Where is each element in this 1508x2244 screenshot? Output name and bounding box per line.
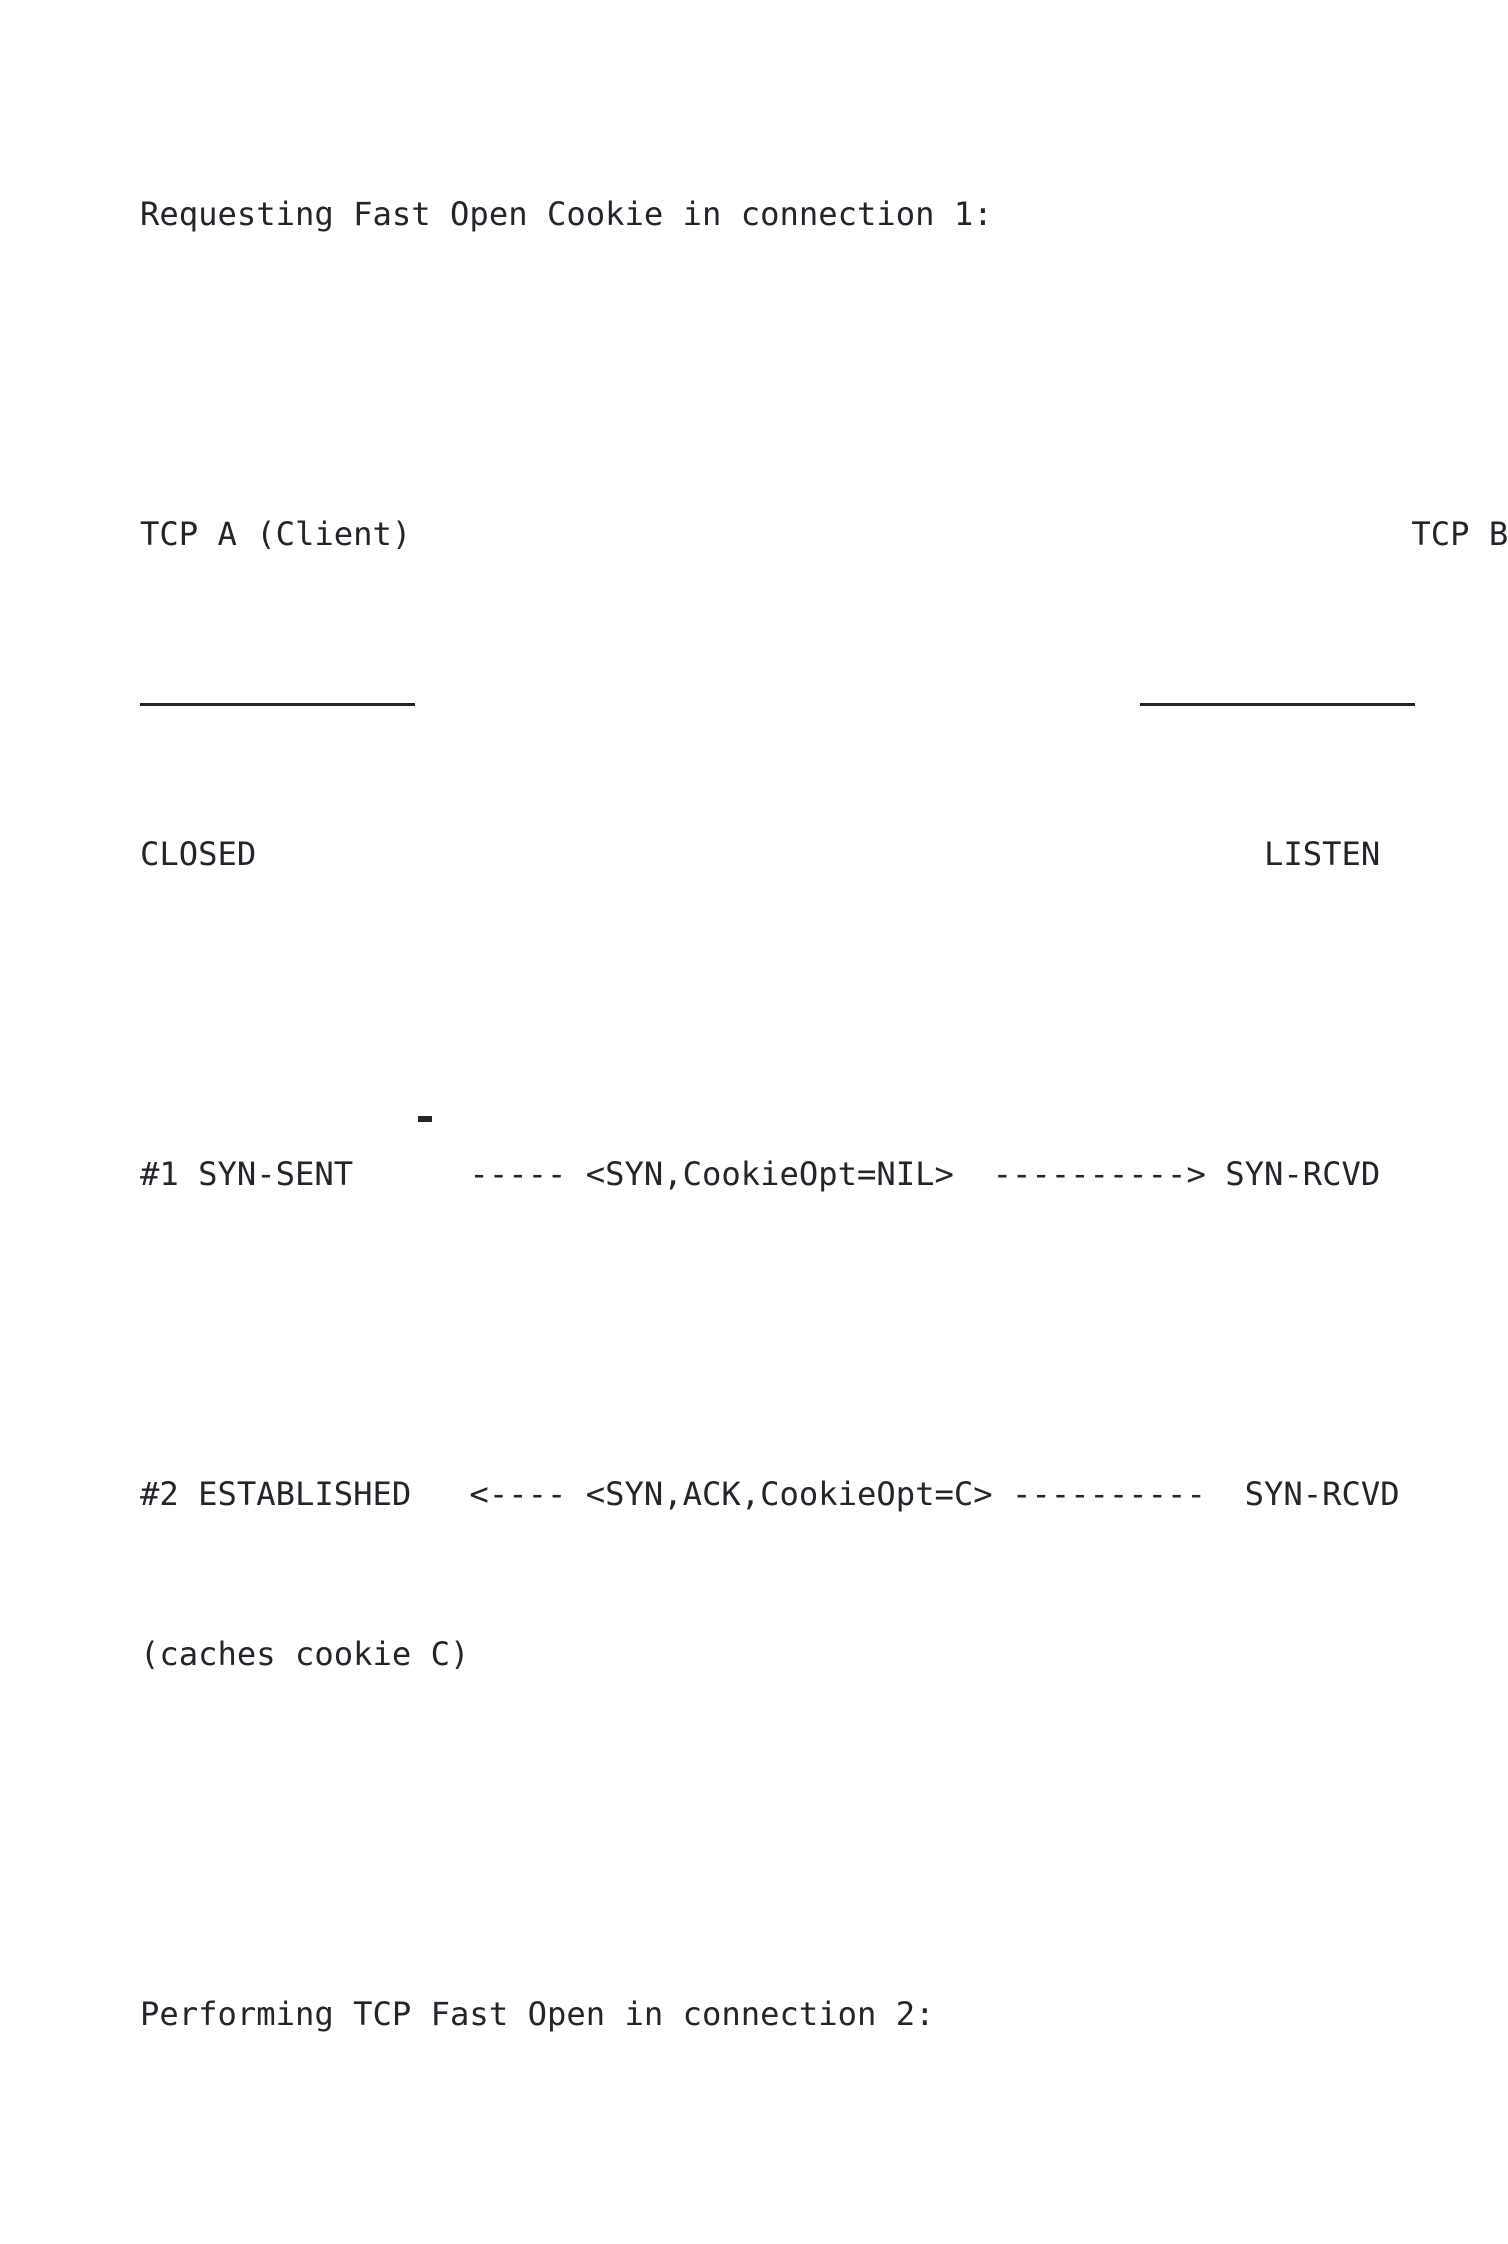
- section-1-header-right: TCP B (Server): [1411, 515, 1508, 553]
- section-1-column-headers: TCP A (Client) TCP B (Server): [140, 514, 1508, 554]
- section-1-separators: [140, 674, 1508, 714]
- section-1-row-2-note: (caches cookie C): [140, 1635, 470, 1673]
- separator-left-rule: [140, 703, 415, 706]
- spacer: [140, 994, 1508, 1034]
- section-1-state-row: CLOSED LISTEN: [140, 835, 1381, 873]
- ascii-diagram: Requesting Fast Open Cookie in connectio…: [140, 34, 1508, 2244]
- diagram-sheet: Requesting Fast Open Cookie in connectio…: [140, 195, 1508, 2033]
- section-1-header-left: TCP A (Client): [140, 515, 412, 553]
- section-1-row-2: #2 ESTABLISHED <---- <SYN,ACK,CookieOpt=…: [140, 1475, 1400, 1513]
- clipped-glyph-fragment: [418, 1116, 432, 1122]
- spacer: [140, 1794, 1508, 1834]
- spacer: [140, 2154, 1508, 2194]
- section-1-row-1: #1 SYN-SENT ----- <SYN,CookieOpt=NIL> --…: [140, 1155, 1381, 1193]
- spacer: [140, 1314, 1508, 1354]
- spacer: [140, 354, 1508, 394]
- section-1-heading: Requesting Fast Open Cookie in connectio…: [140, 195, 993, 233]
- separator-right-rule: [1140, 703, 1415, 706]
- section-2-heading: Performing TCP Fast Open in connection 2…: [140, 1995, 935, 2033]
